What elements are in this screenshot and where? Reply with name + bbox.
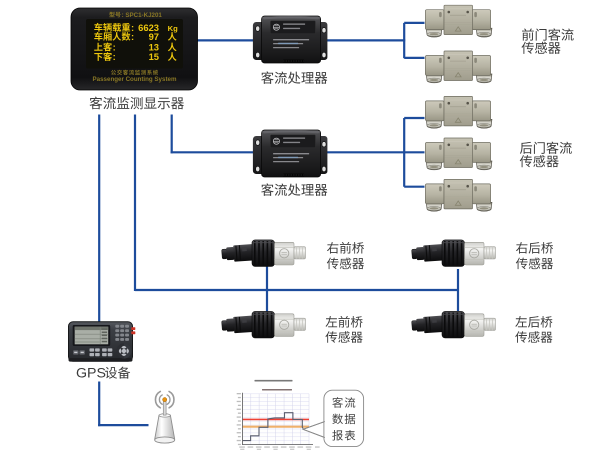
svg-text::: : xyxy=(113,41,116,52)
svg-text:Kg: Kg xyxy=(168,24,178,33)
svg-text::: : xyxy=(113,51,116,62)
svg-text:13: 13 xyxy=(149,41,159,52)
svg-text::: : xyxy=(131,31,134,42)
svg-text:: SPC1-KJ201: : SPC1-KJ201 xyxy=(122,12,163,19)
svg-text:15: 15 xyxy=(149,51,159,62)
svg-text:GPS: GPS xyxy=(76,366,106,382)
svg-text::: : xyxy=(131,22,134,33)
svg-text:Passenger Counting System: Passenger Counting System xyxy=(93,76,177,83)
svg-text:6623: 6623 xyxy=(138,22,159,33)
svg-text:97: 97 xyxy=(149,31,159,42)
